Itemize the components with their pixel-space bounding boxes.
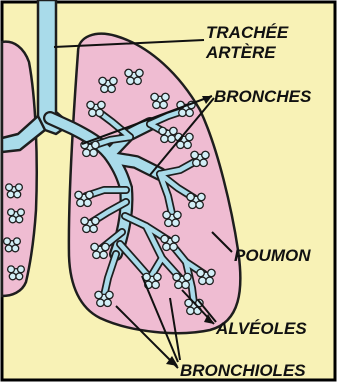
alveolus [189,201,196,208]
alveolus [154,273,161,280]
alveolus [9,216,16,223]
alveolus [12,245,19,252]
alveolus [182,281,189,288]
alveolus [161,235,168,242]
label-alveoli: ALVÉOLES [215,319,307,338]
alveolus [83,225,90,232]
alveolus [89,109,96,116]
alveolus [106,291,113,298]
alveolus [197,269,204,276]
alveolus [95,291,102,298]
alveolus [5,245,12,252]
alveolus [14,191,21,198]
alveolus [199,277,206,284]
alveolus [152,281,159,288]
alveolus [91,243,98,250]
alveolus [75,191,82,198]
alveolus [108,85,115,92]
alveolus [18,209,25,216]
alveolus [206,277,213,284]
alveolus [125,69,132,76]
label-bronchi: BRONCHES [214,87,312,106]
alveolus [6,184,13,191]
alveolus [162,93,169,100]
label-trachea-line1: TRACHÉE [206,23,289,42]
alveolus [172,219,179,226]
alveolus [8,266,15,273]
alveolus [101,85,108,92]
alveolus [202,151,209,158]
label-trachea-line2: ARTÈRE [205,43,276,62]
alveolus [172,235,179,242]
alveolus [186,133,193,140]
alveolus [86,191,93,198]
alveolus [16,273,23,280]
alveolus [110,77,117,84]
alveolus [127,77,134,84]
alveolus [159,127,166,134]
alveolus [184,273,191,280]
alveolus [84,199,91,206]
alveolus [81,217,88,224]
alveolus [134,77,141,84]
alveolus [165,219,172,226]
alveolus [96,109,103,116]
alveolus [14,238,21,245]
alveolus [179,109,186,116]
alveolus [200,159,207,166]
alveolus [196,201,203,208]
alveolus [16,216,23,223]
alveolus [136,69,143,76]
alveolus [174,211,181,218]
alveolus [173,273,180,280]
alveolus [168,135,175,142]
alveolus [193,159,200,166]
alveolus [163,243,170,250]
alveolus [99,77,106,84]
alveolus [187,193,194,200]
alveolus [170,243,177,250]
alveolus [198,193,205,200]
alveolus [163,211,170,218]
alveolus [92,141,99,148]
alveolus [98,101,105,108]
alveolus [7,191,14,198]
alveolus [161,135,168,142]
alveolus [77,199,84,206]
alveolus [90,149,97,156]
alveolus [186,109,193,116]
alveolus [90,225,97,232]
alveolus [187,307,194,314]
alveolus [184,141,191,148]
alveolus [100,251,107,258]
alveolus [9,273,16,280]
alveolus [4,238,11,245]
alveolus [104,299,111,306]
label-bronchioles: BRONCHIOLES [180,361,306,380]
alveolus [175,281,182,288]
alveolus [93,251,100,258]
alveolus [208,269,215,276]
alveolus [16,184,23,191]
alveolus [18,266,25,273]
left-lung [2,42,37,296]
alveolus [8,209,15,216]
alveolus [102,243,109,250]
label-lung: POUMON [234,246,311,265]
alveolus [87,101,94,108]
alveolus [153,101,160,108]
alveolus [151,93,158,100]
alveolus [160,101,167,108]
alveolus [92,217,99,224]
alveolus [191,151,198,158]
alveolus [83,149,90,156]
alveolus [97,299,104,306]
